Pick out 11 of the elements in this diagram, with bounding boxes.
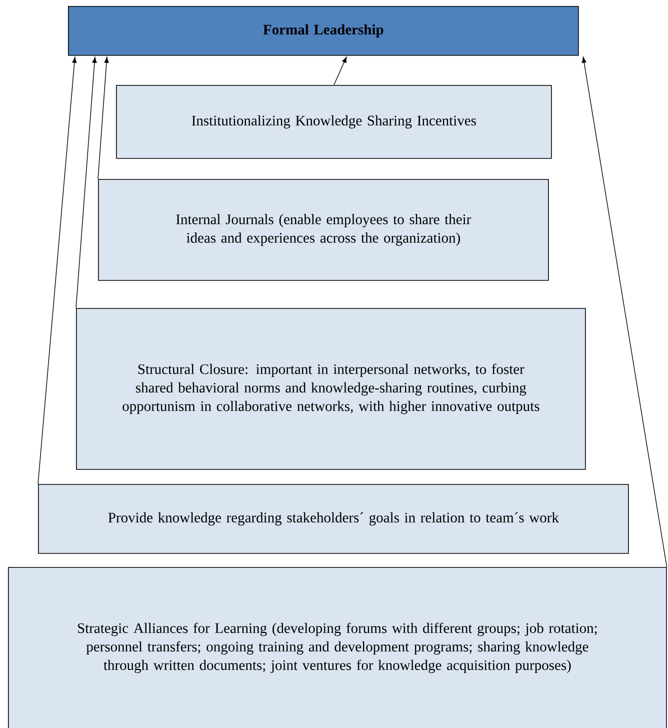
arrow: [76, 56, 97, 308]
text-box: Provide knowledge regarding stakeholders´ goals in relation to team´s work: [38, 484, 629, 554]
heading-box: Formal Leadership: [68, 6, 579, 56]
arrow: [334, 56, 347, 86]
arrow: [38, 56, 77, 484]
text-box: Strategic Alliances for Learning (developing forums with different groups; job rotation; personnel transfers; ongoing training and development programs; sharing knowledge through written documents; joint ventures for knowledge acquisition purposes): [8, 567, 667, 728]
arrow: [582, 56, 668, 568]
arrow: [98, 56, 109, 180]
text-box: Internal Journals (enable employees to share their ideas and experiences across the organization): [98, 179, 549, 281]
text-box: Structural Closure: important in interpersonal networks, to foster shared behavioral norms and knowledge-sharing routines, curbing opportunism in collaborative networks, with higher innovative outputs: [76, 308, 586, 470]
text-box: Institutionalizing Knowledge Sharing Incentives: [116, 85, 552, 159]
